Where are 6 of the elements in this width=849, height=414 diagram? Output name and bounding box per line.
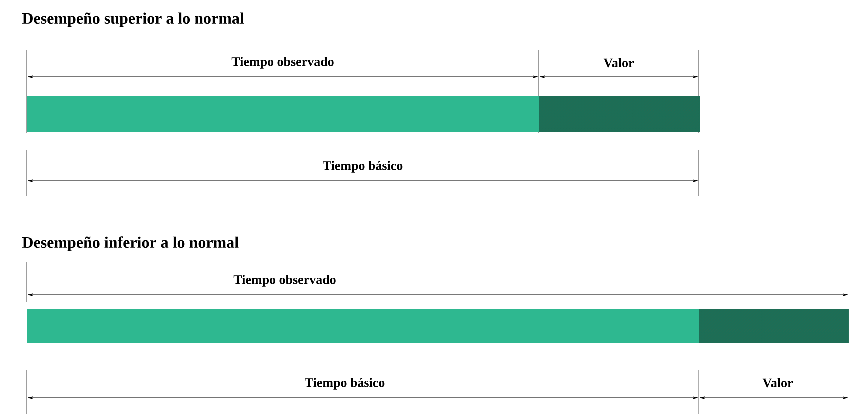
bar — [27, 96, 540, 132]
heading: Desempeño inferior a lo normal — [22, 236, 239, 252]
dimension-label: Tiempo básico — [323, 161, 403, 173]
dimension-label: Tiempo básico — [305, 378, 385, 390]
bar — [27, 309, 700, 344]
heading: Desempeño superior a lo normal — [22, 12, 244, 28]
